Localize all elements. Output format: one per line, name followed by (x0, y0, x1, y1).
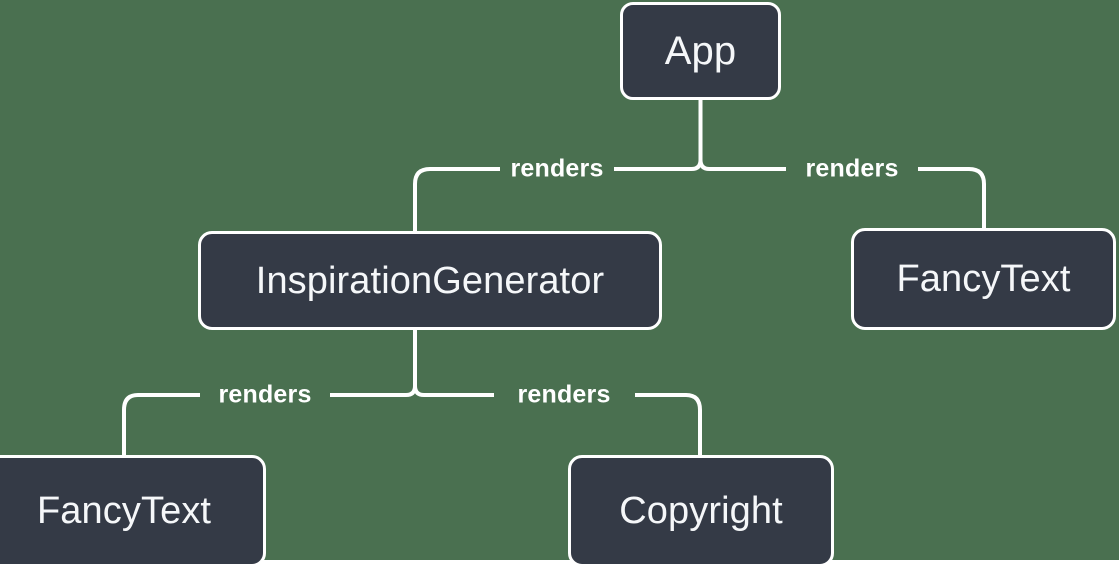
connector-inspiration-fancytext-corner (122, 393, 139, 455)
node-inspiration-generator-label: InspirationGenerator (255, 259, 605, 302)
connector-inspiration-junction-mirror (405, 383, 417, 397)
node-copyright[interactable]: Copyright (568, 455, 834, 567)
node-fancytext-left-label: FancyText (37, 490, 212, 532)
node-fancytext-right[interactable]: FancyText (851, 228, 1116, 330)
node-fancytext-left[interactable]: FancyText (0, 455, 266, 567)
node-inspiration-generator[interactable]: InspirationGenerator (198, 231, 662, 330)
connector-app-inspiration-corner (413, 167, 431, 231)
node-fancytext-right-label: FancyText (896, 258, 1071, 300)
edge-label-inspiration-fancytext: renders (218, 380, 312, 409)
edge-label-app-fancytext: renders (805, 154, 899, 183)
node-app-label: App (664, 29, 737, 73)
edge-label-app-inspiration: renders (510, 154, 604, 183)
connector-inspiration-copyright-corner (685, 393, 702, 455)
connector-app-fancytext-corner (968, 167, 986, 228)
edge-label-inspiration-copyright: renders (517, 380, 611, 409)
connector-app-junction-mirror (691, 157, 703, 171)
node-app[interactable]: App (620, 2, 781, 100)
node-copyright-label: Copyright (619, 490, 783, 532)
